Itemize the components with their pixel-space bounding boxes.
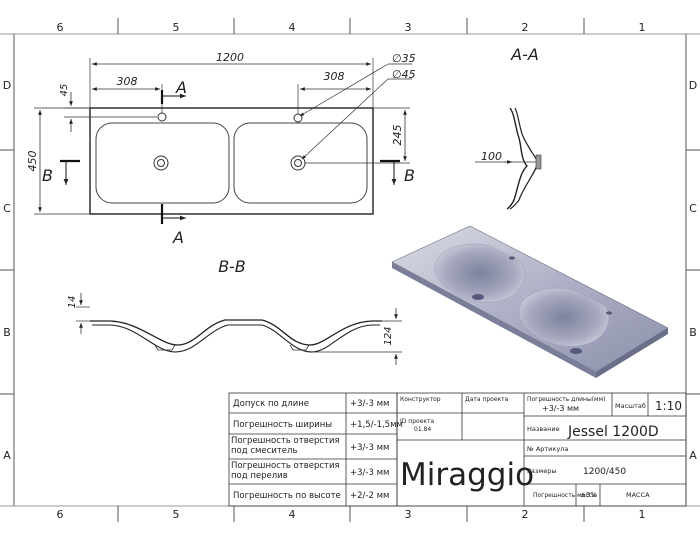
section-a-a: A-A 100 — [475, 45, 542, 210]
zone-numbers-bottom: 6 5 4 3 2 1 — [57, 508, 646, 521]
section-b-top-profile — [90, 319, 382, 346]
zone-number: 3 — [405, 508, 412, 521]
zone-number: 1 — [639, 508, 646, 521]
render-right-basin — [518, 287, 610, 347]
section-b-height-dimension: 124 — [383, 326, 394, 345]
zone-letter: A — [3, 449, 11, 462]
tolerance-label: Погрешность ширины — [233, 420, 332, 430]
title-block-text: Конструктор Дата проекта ID проекта 01.8… — [400, 396, 682, 499]
product-name: Jessel 1200D — [567, 424, 659, 440]
sink-3d-render — [391, 225, 669, 378]
project-id: 01.84 — [414, 426, 431, 433]
section-mark-b-right: B — [404, 166, 415, 185]
zone-letter: C — [689, 202, 697, 215]
left-drain — [153, 155, 169, 171]
zone-letter: D — [3, 79, 11, 92]
zone-number: 6 — [57, 21, 64, 34]
tolerance-value: +3/-3 мм — [350, 399, 389, 409]
section-a-depth-dimension: 100 — [481, 150, 502, 163]
left-tap-hole — [157, 112, 167, 122]
tolerance-value: +1,5/-1,5мм — [350, 420, 403, 430]
left-offset-dimension: 308 — [117, 75, 138, 88]
section-b-bottom-profile — [92, 324, 380, 353]
mass-label: МАССА — [626, 491, 650, 499]
zone-number: 5 — [173, 508, 180, 521]
section-b-b-title: B-B — [218, 257, 245, 276]
countertop-outline — [89, 107, 374, 215]
tolerance-value: +3/-3 мм — [350, 443, 389, 453]
length-tolerance-label: Погрешность длины(мм) — [527, 396, 605, 403]
title-block — [396, 392, 687, 507]
zone-letters-left: D C B A — [3, 79, 11, 462]
zone-number: 2 — [522, 508, 529, 521]
zone-number: 5 — [173, 21, 180, 34]
zone-number: 3 — [405, 21, 412, 34]
size-value: 1200/450 — [583, 467, 626, 477]
right-offset-dimension: 308 — [324, 70, 345, 83]
zone-number: 1 — [639, 21, 646, 34]
tolerance-rows: Допуск по длине +3/-3 мм Погрешность шир… — [231, 399, 403, 501]
depth-dimension: 450 — [26, 151, 39, 172]
section-a-a-title: A-A — [510, 45, 539, 64]
brand-logo: Miraggio — [400, 457, 534, 493]
plan-view: 1200 308 308 ∅35 ∅45 45 450 245 — [26, 51, 416, 247]
zone-number: 4 — [289, 508, 296, 521]
section-a-profile-outer — [506, 107, 528, 210]
hole-diameter-45: ∅45 — [392, 68, 416, 81]
zone-letter: B — [689, 326, 697, 339]
length-tolerance-value: +3/-3 мм — [542, 404, 579, 413]
left-basin-outline — [95, 122, 230, 204]
width-dimension: 1200 — [216, 51, 244, 64]
section-mark-b-left: B — [42, 166, 53, 185]
section-mark-a-bottom: A — [172, 228, 184, 247]
tolerance-label-wrap: Погрешность отверстия под перелив — [231, 461, 340, 481]
section-a-profile-inner — [509, 107, 539, 210]
tolerance-value: +3/-3 мм — [350, 468, 389, 478]
tolerance-label: Допуск по длине — [233, 399, 309, 409]
mass-tolerance-label: Погрешность массы — [533, 492, 597, 499]
zone-letter: C — [3, 202, 11, 215]
tolerance-label-wrap: Погрешность отверстия под смеситель — [231, 436, 340, 456]
zone-number: 6 — [57, 508, 64, 521]
zone-number: 2 — [522, 21, 529, 34]
tolerance-label: Погрешность по высоте — [233, 491, 341, 501]
name-label: Название — [527, 425, 560, 433]
scale-label: Масштаб — [615, 402, 646, 410]
zone-letters-right: D C B A — [689, 79, 697, 462]
article-label: № Артикула — [526, 445, 568, 453]
zone-number: 4 — [289, 21, 296, 34]
tolerance-label: Погрешность отверстия под перелив — [231, 461, 340, 481]
section-b-thickness-dimension: 14 — [67, 296, 78, 309]
section-mark-a-top: A — [175, 78, 187, 97]
zone-letter: D — [689, 79, 697, 92]
project-date-label: Дата проекта — [465, 396, 509, 403]
zone-letter: A — [689, 449, 697, 462]
size-label: Размеры — [527, 467, 557, 475]
render-left-basin — [434, 243, 526, 303]
scale-value: 1:10 — [655, 399, 682, 413]
zone-letter: B — [3, 326, 11, 339]
designer-label: Конструктор — [400, 396, 441, 403]
section-b-b: B-B 14 124 — [67, 257, 402, 365]
mass-tolerance-value: ±3% — [580, 491, 597, 499]
tolerance-value: +2/-2 мм — [350, 491, 389, 501]
edge-dimension: 45 — [59, 84, 70, 97]
drain-position-dimension: 245 — [391, 125, 404, 146]
tolerance-label: Погрешность отверстия под смеситель — [231, 436, 340, 456]
zone-numbers-top: 6 5 4 3 2 1 — [57, 21, 646, 34]
project-id-label: ID проекта — [400, 418, 435, 425]
hole-diameter-35: ∅35 — [392, 52, 416, 65]
